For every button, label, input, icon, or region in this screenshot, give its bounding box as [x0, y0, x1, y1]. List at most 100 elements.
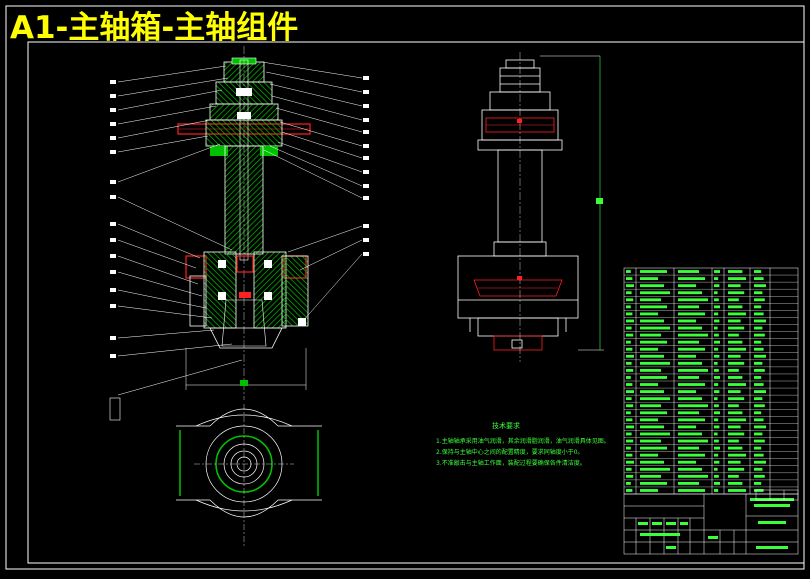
parts-cell-mark: [754, 376, 762, 379]
parts-cell-mark: [640, 277, 658, 281]
parts-cell-mark: [626, 319, 634, 323]
parts-cell-mark: [640, 446, 667, 450]
parts-cell-mark: [714, 326, 718, 330]
parts-cell-mark: [754, 284, 766, 288]
parts-cell-mark: [754, 474, 765, 478]
parts-cell-mark: [754, 326, 763, 330]
parts-cell-mark: [728, 453, 746, 457]
parts-cell-mark: [626, 467, 632, 471]
parts-cell-mark: [714, 383, 719, 386]
parts-cell-mark: [728, 298, 739, 302]
parts-cell-mark: [640, 397, 670, 401]
parts-cell-mark: [714, 368, 719, 372]
parts-cell-mark: [626, 333, 634, 337]
parts-cell-mark: [678, 368, 708, 372]
parts-cell-mark: [678, 291, 702, 295]
spindle-section-view: [177, 46, 311, 400]
parts-cell-mark: [714, 404, 719, 408]
parts-cell-mark: [640, 481, 667, 485]
parts-cell-mark: [640, 489, 658, 492]
parts-cell-mark: [640, 291, 670, 295]
parts-cell-mark: [640, 298, 661, 302]
parts-cell-mark: [754, 354, 766, 358]
inner-frame: [27, 41, 805, 564]
parts-cell-mark: [626, 277, 633, 281]
parts-cell-mark: [678, 474, 708, 478]
parts-cell-mark: [678, 481, 699, 485]
parts-cell-mark: [754, 277, 764, 281]
parts-cell-mark: [728, 361, 745, 365]
technical-requirements: 技术要求 1.主轴轴承采用油气润滑，其余润滑脂润滑，油气润滑具体见图。 2.保持…: [436, 421, 616, 469]
parts-cell-mark: [754, 418, 764, 422]
parts-cell-mark: [728, 446, 743, 450]
parts-cell-mark: [678, 298, 708, 302]
parts-cell-mark: [728, 467, 745, 471]
parts-cell-mark: [626, 390, 634, 394]
parts-cell-mark: [678, 397, 702, 401]
parts-cell-mark: [754, 383, 764, 386]
parts-cell-mark: [754, 319, 766, 323]
parts-cell-mark: [754, 340, 762, 344]
parts-cell-mark: [754, 432, 763, 436]
parts-cell-mark: [678, 446, 699, 450]
parts-cell-mark: [754, 453, 764, 457]
parts-cell-mark: [626, 326, 632, 330]
parts-cell-mark: [754, 411, 762, 415]
parts-cell-mark: [678, 439, 708, 443]
leader-lines-left: [117, 65, 243, 396]
parts-cell-mark: [640, 347, 658, 351]
parts-cell-mark: [626, 446, 631, 450]
parts-cell-mark: [754, 305, 762, 309]
parts-cell-mark: [640, 383, 658, 386]
parts-cell-mark: [728, 432, 745, 436]
title-block: [623, 493, 799, 555]
parts-cell-mark: [678, 376, 699, 379]
parts-cell-mark: [640, 474, 661, 478]
parts-cell-mark: [626, 439, 634, 443]
parts-cell-mark: [728, 397, 745, 401]
parts-cell-mark: [678, 418, 705, 422]
parts-cell-mark: [640, 432, 670, 436]
notes-heading: 技术要求: [492, 422, 520, 430]
note-line-3: 3.不准敲击与主轴工作面，装配过程要确保各件清洁度。: [436, 460, 586, 467]
parts-cell-mark: [678, 453, 705, 457]
parts-cell-mark: [714, 291, 718, 295]
parts-cell-mark: [678, 411, 699, 415]
parts-cell-mark: [626, 453, 633, 457]
title-block-marks: [638, 498, 794, 549]
parts-cell-mark: [754, 397, 763, 401]
parts-cell-mark: [714, 411, 720, 415]
parts-cell-mark: [728, 326, 745, 330]
parts-cell-mark: [728, 291, 745, 295]
parts-cell-mark: [678, 460, 696, 464]
parts-cell-mark: [728, 404, 739, 408]
parts-cell-mark: [678, 383, 705, 386]
parts-cell-mark: [640, 368, 661, 372]
parts-cell-mark: [754, 467, 763, 471]
parts-cell-mark: [728, 277, 746, 281]
parts-cell-mark: [626, 397, 632, 401]
parts-cell-mark: [728, 383, 746, 386]
parts-cell-mark: [678, 404, 708, 408]
parts-cell-mark: [728, 474, 739, 478]
parts-cell-mark: [754, 291, 763, 295]
parts-cell-mark: [626, 481, 631, 485]
parts-cell-mark: [626, 383, 633, 386]
parts-cell-mark: [754, 481, 762, 485]
parts-cell-mark: [714, 340, 720, 344]
parts-cell-mark: [626, 460, 634, 464]
parts-cell-mark: [678, 354, 696, 358]
parts-cell-mark: [728, 425, 741, 429]
parts-cell-mark: [640, 340, 667, 344]
parts-cell-mark: [640, 404, 661, 408]
parts-cell-mark: [714, 432, 718, 436]
parts-cell-mark: [640, 319, 664, 323]
parts-cell-mark: [678, 361, 702, 365]
drawing-title: A1-主轴箱-主轴组件: [10, 10, 299, 46]
parts-cell-mark: [626, 270, 631, 273]
parts-cell-mark: [714, 425, 720, 429]
parts-cell-mark: [626, 340, 631, 344]
note-line-2: 2.保持与主轴中心之间的配置精度，要求同轴度小于0。: [436, 449, 584, 456]
parts-cell-mark: [754, 312, 764, 316]
parts-cell-mark: [714, 361, 718, 365]
